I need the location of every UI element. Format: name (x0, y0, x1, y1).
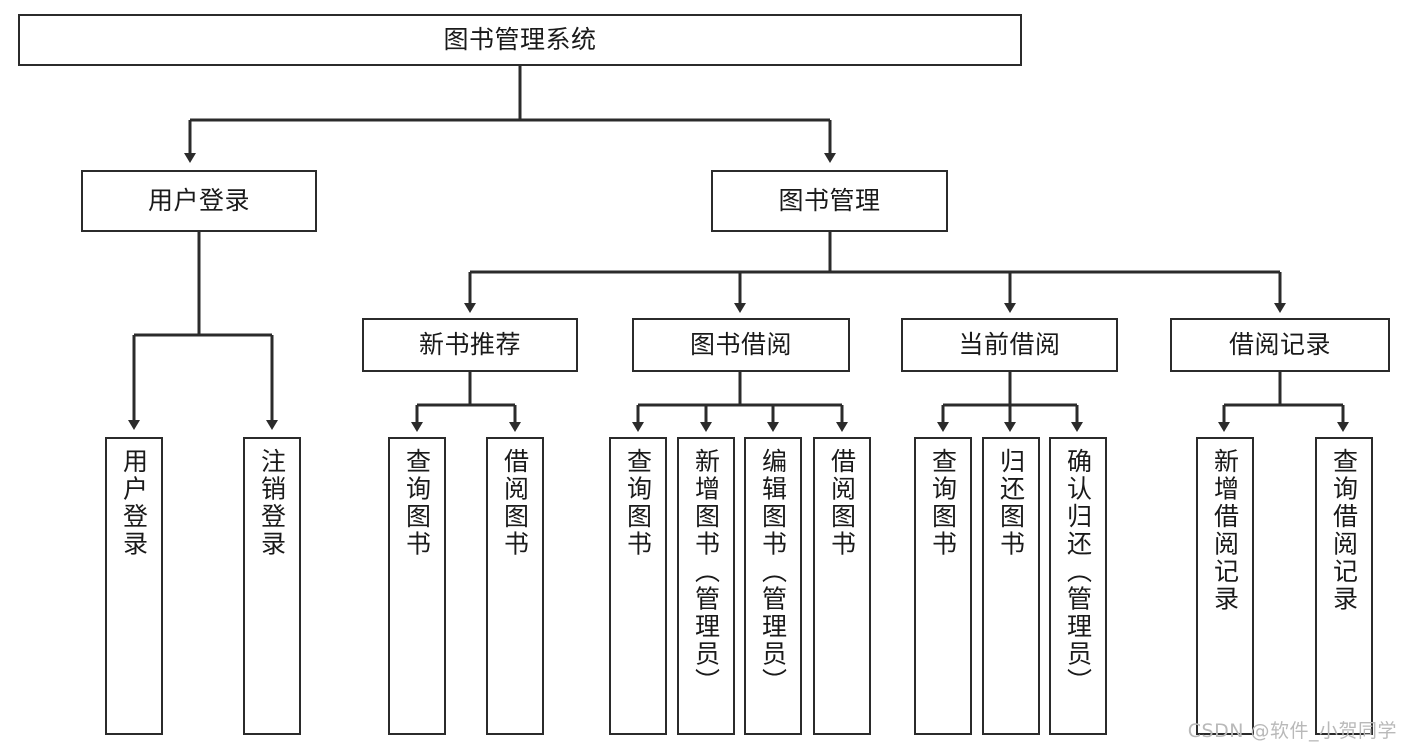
leaf-user-login-logout-label: 注销登录 (257, 448, 287, 558)
node-book-management-label: 图书管理 (778, 185, 881, 215)
leaf-recommend-borrow-book[interactable]: 借阅图书 (486, 437, 544, 735)
node-current-borrow[interactable]: 当前借阅 (901, 318, 1118, 372)
leaf-user-login-login-label: 用户登录 (119, 448, 149, 558)
leaf-current-return-book-label: 归还图书 (996, 448, 1026, 558)
node-new-book-recommend-label: 新书推荐 (418, 329, 521, 359)
leaf-borrow-borrow-book[interactable]: 借阅图书 (813, 437, 871, 735)
node-book-borrow[interactable]: 图书借阅 (632, 318, 850, 372)
leaf-record-query-record-label: 查询借阅记录 (1329, 448, 1359, 613)
node-borrow-record-label: 借阅记录 (1228, 329, 1331, 359)
leaf-recommend-query-book-label: 查询图书 (402, 448, 432, 558)
leaf-borrow-query-book[interactable]: 查询图书 (609, 437, 667, 735)
leaf-recommend-borrow-book-label: 借阅图书 (500, 448, 530, 558)
node-new-book-recommend[interactable]: 新书推荐 (362, 318, 578, 372)
leaf-record-add-record-label: 新增借阅记录 (1210, 448, 1240, 613)
leaf-user-login-login[interactable]: 用户登录 (105, 437, 163, 735)
leaf-current-query-book-label: 查询图书 (928, 448, 958, 558)
leaf-borrow-edit-book-label: 编辑图书（管理员） (758, 448, 788, 696)
leaf-borrow-add-book[interactable]: 新增图书（管理员） (677, 437, 735, 735)
node-book-borrow-label: 图书借阅 (689, 329, 792, 359)
node-root-label: 图书管理系统 (443, 24, 597, 54)
leaf-current-confirm-return[interactable]: 确认归还（管理员） (1049, 437, 1107, 735)
node-book-management[interactable]: 图书管理 (711, 170, 948, 232)
node-borrow-record[interactable]: 借阅记录 (1170, 318, 1390, 372)
leaf-current-confirm-return-label: 确认归还（管理员） (1063, 448, 1093, 696)
node-root[interactable]: 图书管理系统 (18, 14, 1022, 66)
leaf-record-query-record[interactable]: 查询借阅记录 (1315, 437, 1373, 735)
leaf-user-login-logout[interactable]: 注销登录 (243, 437, 301, 735)
leaf-record-add-record[interactable]: 新增借阅记录 (1196, 437, 1254, 735)
node-user-login[interactable]: 用户登录 (81, 170, 317, 232)
leaf-borrow-edit-book[interactable]: 编辑图书（管理员） (744, 437, 802, 735)
node-user-login-label: 用户登录 (147, 185, 250, 215)
leaf-borrow-add-book-label: 新增图书（管理员） (691, 448, 721, 696)
leaf-borrow-borrow-book-label: 借阅图书 (827, 448, 857, 558)
watermark-text: CSDN @软件_小贺同学 (1187, 720, 1397, 742)
leaf-current-return-book[interactable]: 归还图书 (982, 437, 1040, 735)
leaf-current-query-book[interactable]: 查询图书 (914, 437, 972, 735)
leaf-recommend-query-book[interactable]: 查询图书 (388, 437, 446, 735)
node-current-borrow-label: 当前借阅 (958, 329, 1061, 359)
leaf-borrow-query-book-label: 查询图书 (623, 448, 653, 558)
